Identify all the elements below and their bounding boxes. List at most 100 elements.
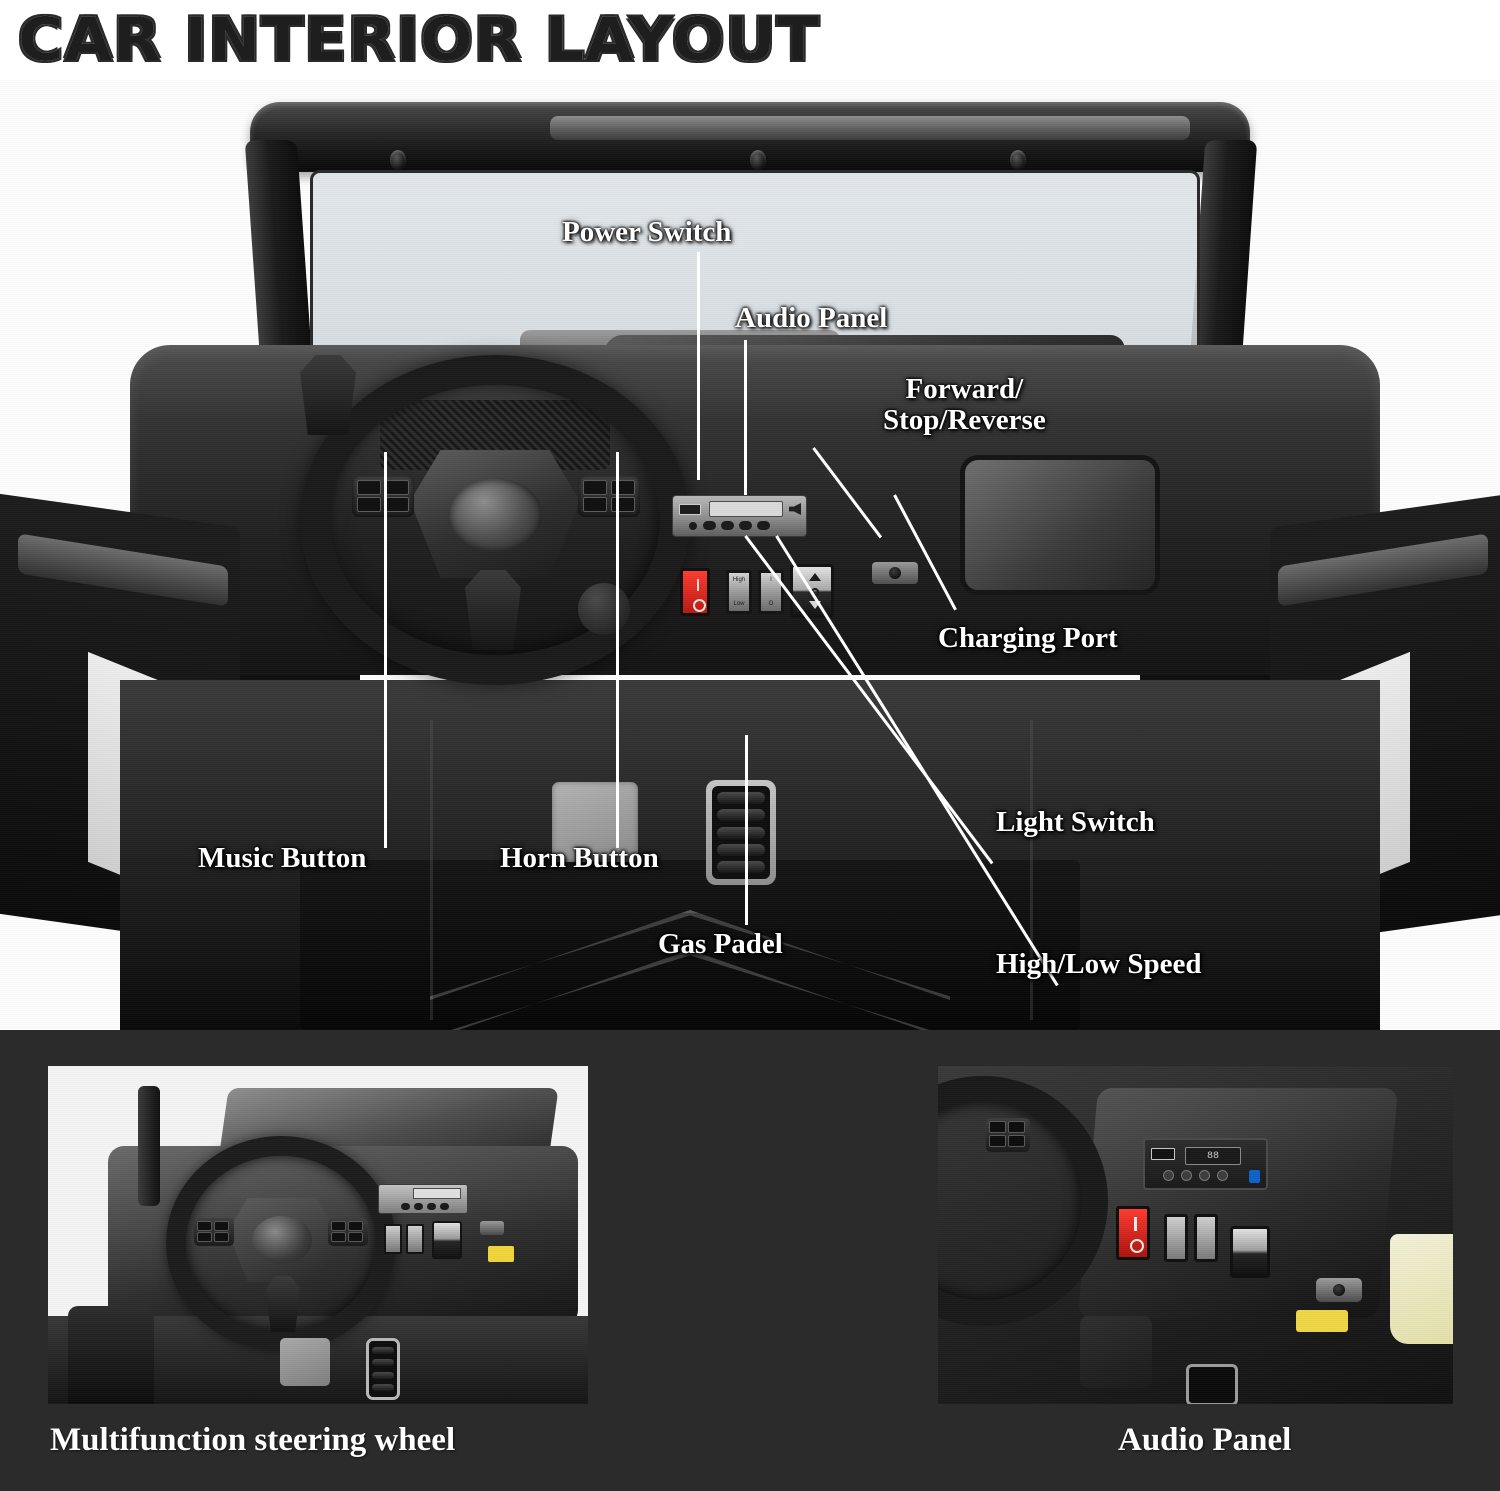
high-label: High: [732, 577, 746, 583]
gas-pedal-rib: [717, 809, 765, 822]
audio-button[interactable]: [757, 521, 770, 530]
light-switch-rocker[interactable]: I O: [758, 570, 784, 614]
music-button-key[interactable]: [357, 497, 381, 512]
callout-power-switch: Power Switch: [562, 216, 732, 248]
callout-high-low-speed: High/Low Speed: [996, 948, 1202, 980]
audio-display: [709, 501, 783, 517]
mini-audio-module: [378, 1184, 468, 1214]
mini-horn-pad: [328, 1218, 368, 1246]
roll-bar: [250, 102, 1250, 172]
charging-port-socket[interactable]: [872, 562, 918, 584]
power-switch-rocker[interactable]: [680, 568, 710, 616]
rmini-forward-stop-reverse-switch: [1230, 1226, 1270, 1278]
gas-pedal-rib: [717, 792, 765, 804]
rmini-button-pad: [986, 1118, 1030, 1152]
audio-button-row[interactable]: [703, 521, 770, 530]
floor-seam: [430, 720, 433, 1020]
rmini-high-low-switch: [1164, 1214, 1188, 1262]
leader-line-gas-padel: [745, 735, 748, 925]
mini-audio-button: [427, 1203, 436, 1210]
horn-button-key[interactable]: [611, 497, 635, 512]
gas-pedal-rib: [717, 843, 765, 856]
rmini-audio-knob: [1217, 1170, 1228, 1181]
high-low-speed-rocker[interactable]: High Low: [726, 570, 752, 614]
glovebox: [960, 455, 1160, 595]
mini-light-switch: [406, 1224, 424, 1254]
callout-music-button: Music Button: [198, 842, 367, 874]
roll-bar-hole: [1010, 150, 1026, 170]
mini-warning-label: [488, 1246, 514, 1262]
leader-line-audio-panel: [744, 340, 747, 495]
audio-mic-icon: [689, 522, 697, 530]
floor-seam: [1030, 720, 1033, 1020]
rmini-audio-knob: [1181, 1170, 1192, 1181]
floor-access-cover: [552, 782, 638, 862]
mini-scene-right: 88: [938, 1066, 1453, 1404]
rmini-power-switch: [1116, 1206, 1150, 1260]
roll-bar-hole: [750, 150, 766, 170]
steering-wheel[interactable]: [300, 355, 690, 685]
callout-gas-padel: Gas Padel: [658, 928, 783, 960]
music-button-pad[interactable]: [352, 475, 414, 517]
callout-light-switch: Light Switch: [996, 806, 1155, 838]
leader-line-horn-button: [616, 452, 619, 848]
horn-button-key[interactable]: [583, 480, 607, 495]
gas-pedal-face: [712, 786, 770, 879]
audio-button[interactable]: [703, 521, 716, 530]
horn-button-pad[interactable]: [578, 475, 640, 517]
horn-button-key[interactable]: [611, 480, 635, 495]
callout-audio-panel: Audio Panel: [735, 302, 888, 334]
audio-button[interactable]: [721, 521, 734, 530]
rmini-floor-cover: [1080, 1316, 1152, 1388]
steering-wheel-horn-center[interactable]: [448, 478, 542, 552]
bluetooth-icon: [1249, 1170, 1260, 1183]
low-label: Low: [733, 601, 745, 607]
page-title: CAR INTERIOR LAYOUT: [14, 2, 822, 79]
roll-bar-hole: [390, 150, 406, 170]
caption-multifunction-steering-wheel: Multifunction steering wheel: [50, 1422, 456, 1458]
rmini-side-panel: [1390, 1234, 1453, 1344]
rmini-warning-label: [1296, 1310, 1348, 1332]
leader-line-music-button: [384, 452, 387, 848]
gas-pedal[interactable]: [706, 780, 776, 885]
mini-gas-pedal: [366, 1338, 400, 1400]
gas-pedal-rib: [717, 826, 765, 839]
audio-module[interactable]: [672, 495, 807, 537]
leader-line-power-switch: [697, 252, 700, 480]
music-button-key[interactable]: [385, 480, 409, 495]
steering-column-knob: [578, 583, 630, 635]
callout-forward-stop-reverse: Forward/ Stop/Reverse: [883, 374, 1046, 436]
mini-audio-button: [414, 1203, 423, 1210]
usb-port-icon[interactable]: [679, 504, 701, 515]
rmini-light-switch: [1194, 1214, 1218, 1262]
callout-forward-stop-reverse-line2: Stop/Reverse: [883, 404, 1046, 436]
music-button-key[interactable]: [357, 480, 381, 495]
reverse-arrow-icon: [809, 601, 821, 609]
mini-seat: [68, 1306, 154, 1404]
mini-audio-button: [440, 1203, 449, 1210]
mini-roll-post: [138, 1086, 160, 1206]
gas-pedal-rib: [717, 861, 765, 873]
mini-wheel-center: [252, 1216, 312, 1264]
horn-button-key[interactable]: [583, 497, 607, 512]
steering-wheel-bottom-spoke: [465, 570, 521, 650]
rmini-charging-port: [1316, 1278, 1362, 1302]
callout-horn-button: Horn Button: [500, 842, 659, 874]
title-bar: CAR INTERIOR LAYOUT: [14, 2, 878, 79]
steering-wheel-lower-spoke: [300, 355, 356, 435]
rmini-audio-knob: [1199, 1170, 1210, 1181]
light-on-label: I: [770, 577, 772, 583]
callout-charging-port: Charging Port: [938, 622, 1118, 654]
floor-mat: [300, 860, 1080, 1030]
forward-arrow-icon: [809, 573, 821, 581]
music-button-key[interactable]: [385, 497, 409, 512]
mini-wheel-spoke: [266, 1276, 300, 1332]
multifunction-steering-wheel-photo: [48, 1066, 588, 1404]
audio-button[interactable]: [739, 521, 752, 530]
mini-scene-left: [48, 1066, 588, 1404]
car-interior-photo: High Low I O: [0, 80, 1500, 1030]
rmini-audio-module: 88: [1143, 1138, 1268, 1190]
light-off-label: O: [768, 601, 774, 607]
callout-forward-stop-reverse-line1: Forward/: [905, 373, 1024, 405]
